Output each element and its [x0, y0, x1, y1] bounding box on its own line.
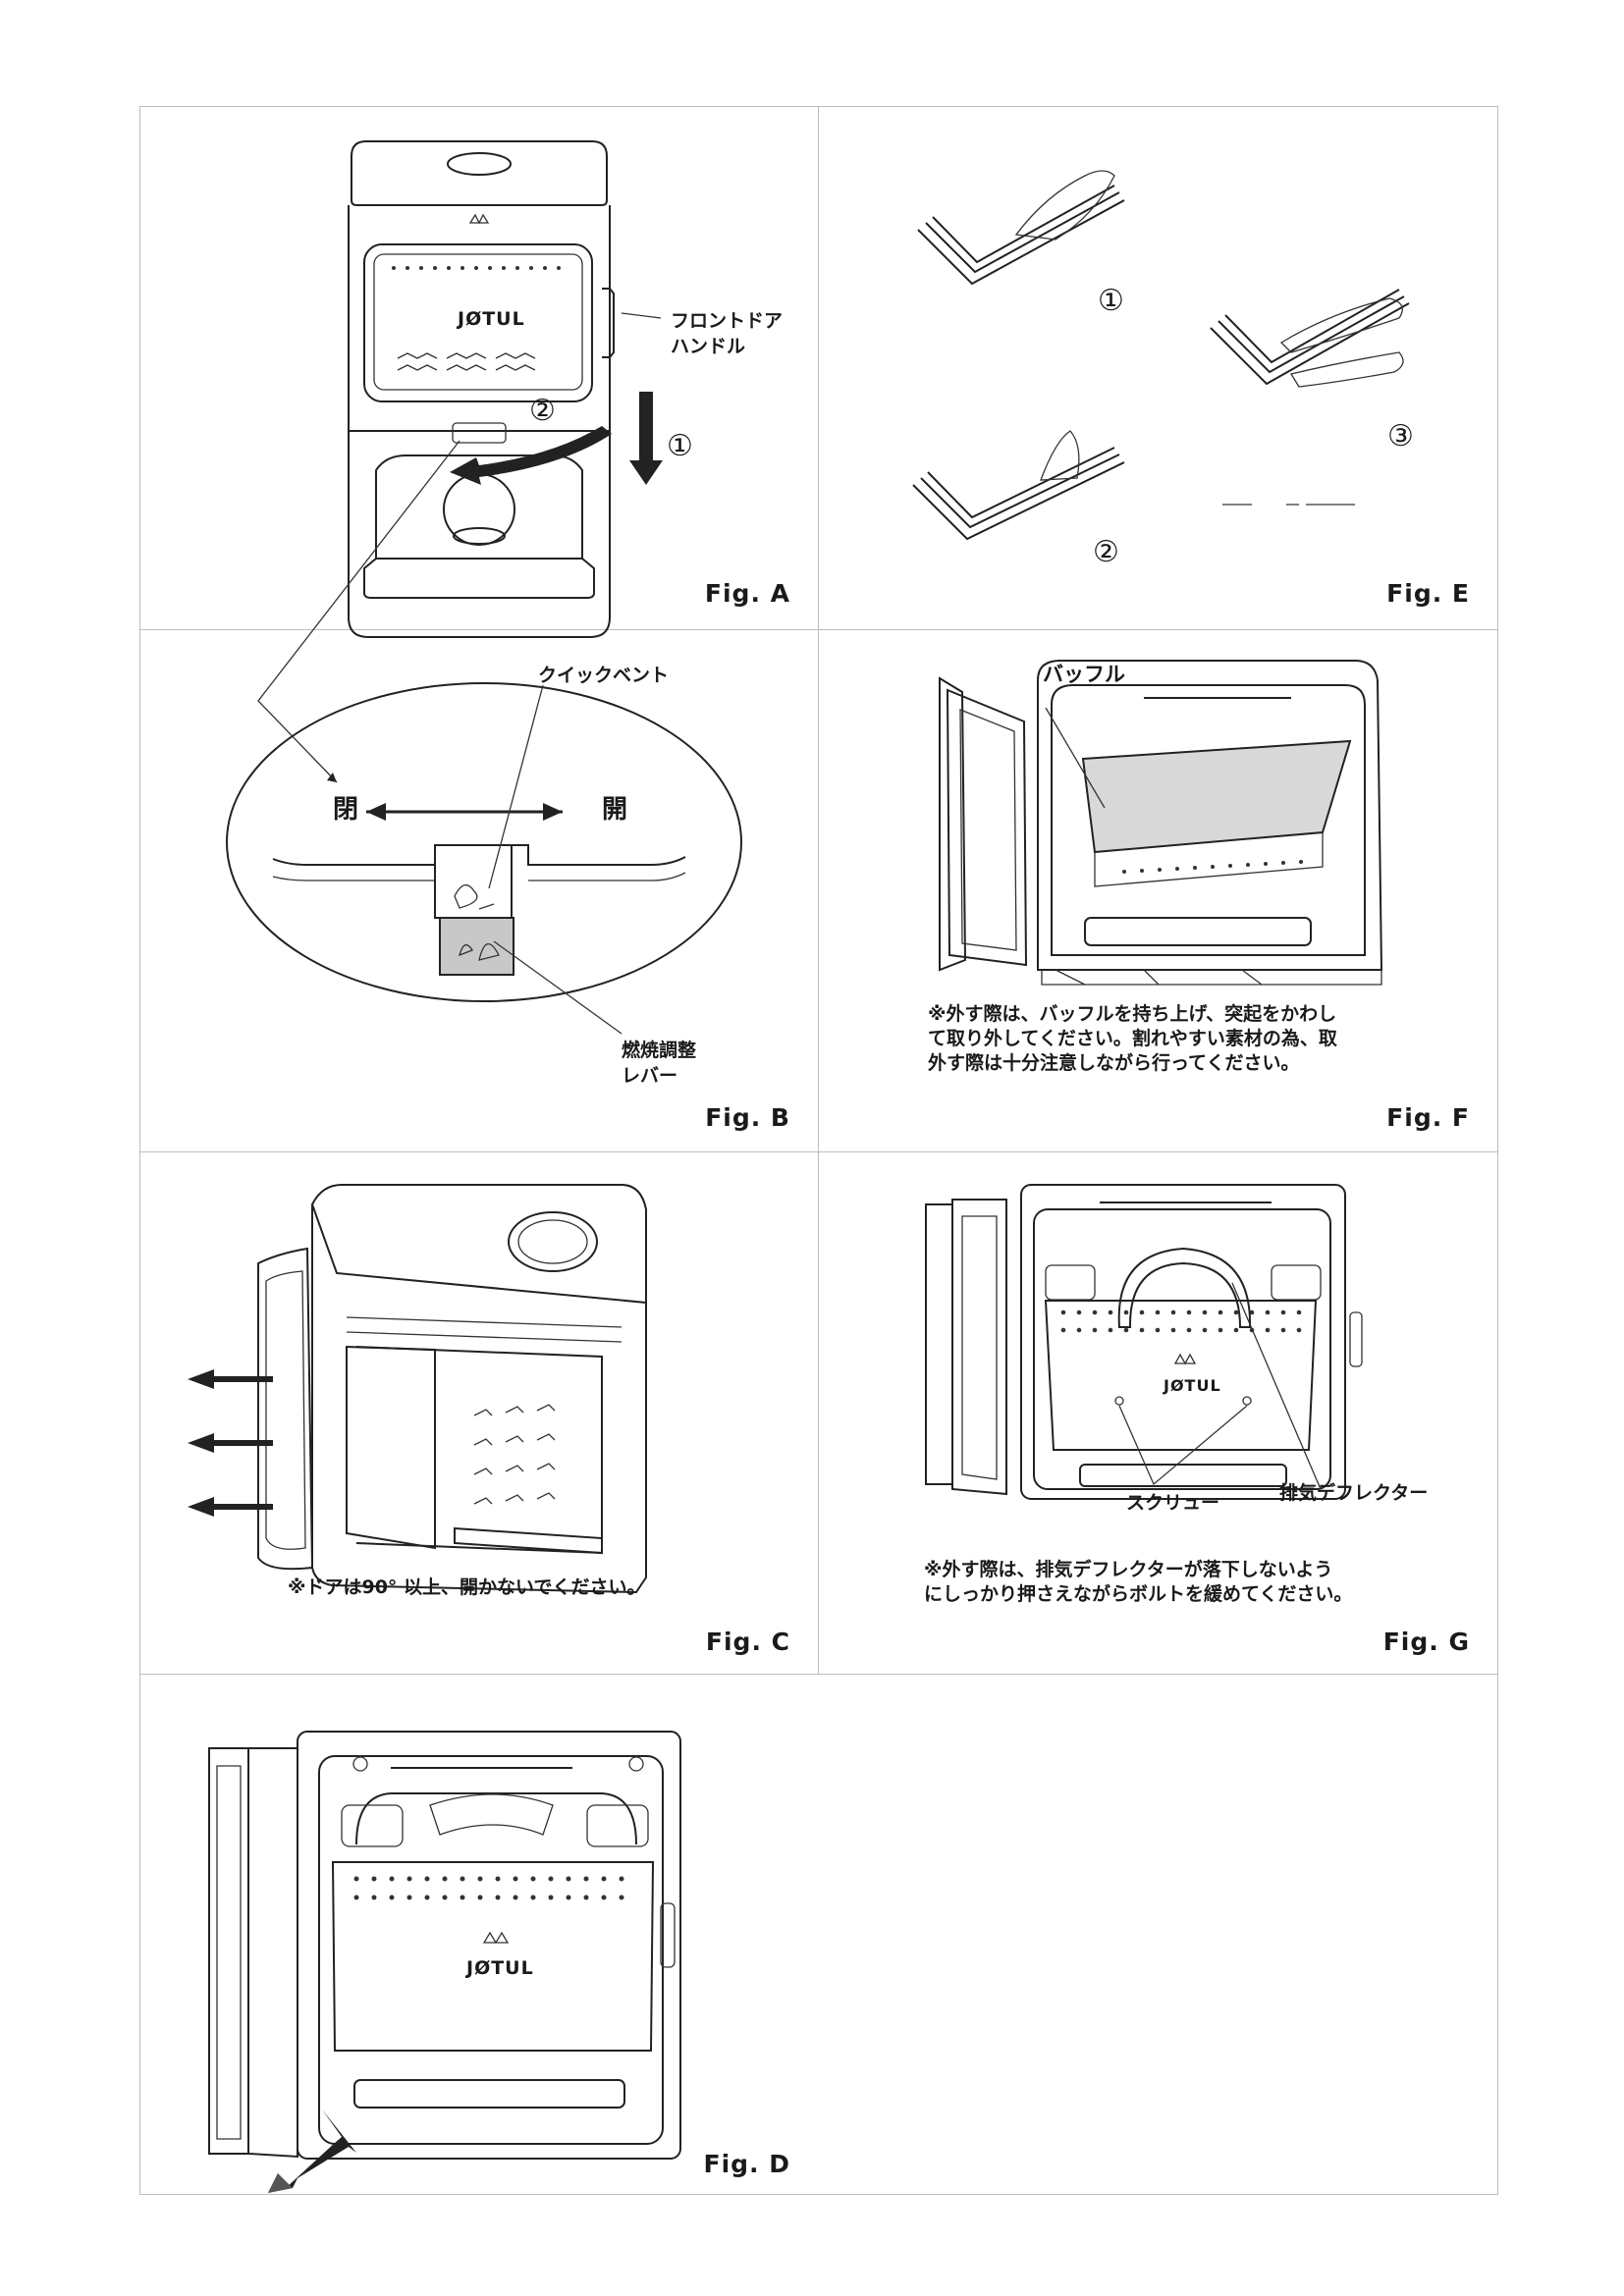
front-door-handle-label-line2: ハンドル [671, 336, 746, 357]
baffle-removal-illustration [939, 660, 1383, 986]
gasket-step-2-marker: ② [1093, 535, 1119, 569]
front-door-handle-label-line1: フロントドア [671, 310, 784, 332]
empty-panel [820, 1678, 1497, 2200]
fig-f-panel: バッフル ※外す際は、バッフルを持ち上げ、突起をかわし て取り外してください。割… [820, 631, 1497, 1153]
combustion-lever-label-line1: 燃焼調整 [622, 1040, 697, 1061]
baffle-note-line1: ※外す際は、バッフルを持ち上げ、突起をかわし [928, 1003, 1337, 1025]
fig-b-caption: Fig. B [705, 1103, 790, 1132]
fig-a-panel: フロントドア ハンドル ① ② JØTUL Fig. A [140, 107, 818, 783]
step-1-marker: ① [667, 429, 693, 463]
fig-a-caption: Fig. A [704, 579, 790, 608]
exhaust-deflector-label: 排気デフレクター [1279, 1482, 1429, 1504]
ash-pan-removal-illustration [208, 1731, 681, 2193]
grid-divider-3 [140, 1674, 1497, 1675]
stove-front-illustration [257, 140, 663, 783]
door-open-angle-illustration [188, 1184, 647, 1594]
closed-left-label: 閉 [333, 795, 359, 825]
deflector-note-line2: にしっかり押さえながらボルトを緩めてください。 [924, 1583, 1353, 1605]
gasket-cleaning-illustration [912, 170, 1410, 541]
fig-e-caption: Fig. E [1386, 579, 1470, 608]
combustion-lever-label-line2: レバー [622, 1065, 678, 1087]
fig-d-caption: Fig. D [703, 2150, 790, 2178]
baffle-label: バッフル [1043, 663, 1125, 686]
fig-b-panel: クイックベント 閉 開 燃焼調整 レバー Fig. B [140, 631, 818, 1153]
grid-divider-1 [140, 629, 1497, 630]
jotul-logo: JØTUL [458, 308, 525, 330]
baffle-note-line2: て取り外してください。割れやすい素材の為、取 [928, 1028, 1337, 1049]
fig-f-caption: Fig. F [1386, 1103, 1470, 1132]
fig-d-panel: JØTUL Fig. D [140, 1678, 818, 2200]
deflector-note-line1: ※外す際は、排気デフレクターが落下しないよう [924, 1559, 1333, 1580]
fig-c-caption: Fig. C [705, 1628, 790, 1656]
figure-grid: フロントドア ハンドル ① ② JØTUL Fig. A ① ② ③ Fig. … [139, 106, 1498, 2195]
fig-e-panel: ① ② ③ Fig. E [820, 107, 1497, 629]
baffle-note-line3: 外す際は十分注意しながら行ってください。 [928, 1052, 1300, 1074]
air-control-detail-illustration [226, 682, 742, 1035]
fig-g-caption: Fig. G [1382, 1628, 1470, 1656]
door-angle-note: ※ドアは90° 以上、開かないでください。 [288, 1576, 646, 1598]
grid-divider-2 [140, 1151, 1497, 1152]
jotul-logo: JØTUL [1164, 1376, 1221, 1395]
fig-g-panel: JØTUL スクリュー 排気デフレクター ※外す際は、排気デフレクターが落下しな… [820, 1155, 1497, 1678]
exhaust-deflector-illustration [925, 1184, 1363, 1500]
screw-label: スクリュー [1126, 1492, 1220, 1514]
jotul-logo: JØTUL [466, 1957, 534, 1979]
gasket-step-1-marker: ① [1098, 284, 1124, 318]
gasket-step-3-marker: ③ [1387, 419, 1414, 454]
quick-vent-label: クイックベント [538, 665, 670, 686]
fig-c-panel: ※ドアは90° 以上、開かないでください。 Fig. C [140, 1155, 818, 1678]
step-2-marker: ② [529, 394, 556, 428]
closed-right-label: 開 [602, 795, 628, 825]
grid-divider-vertical [818, 107, 819, 1674]
